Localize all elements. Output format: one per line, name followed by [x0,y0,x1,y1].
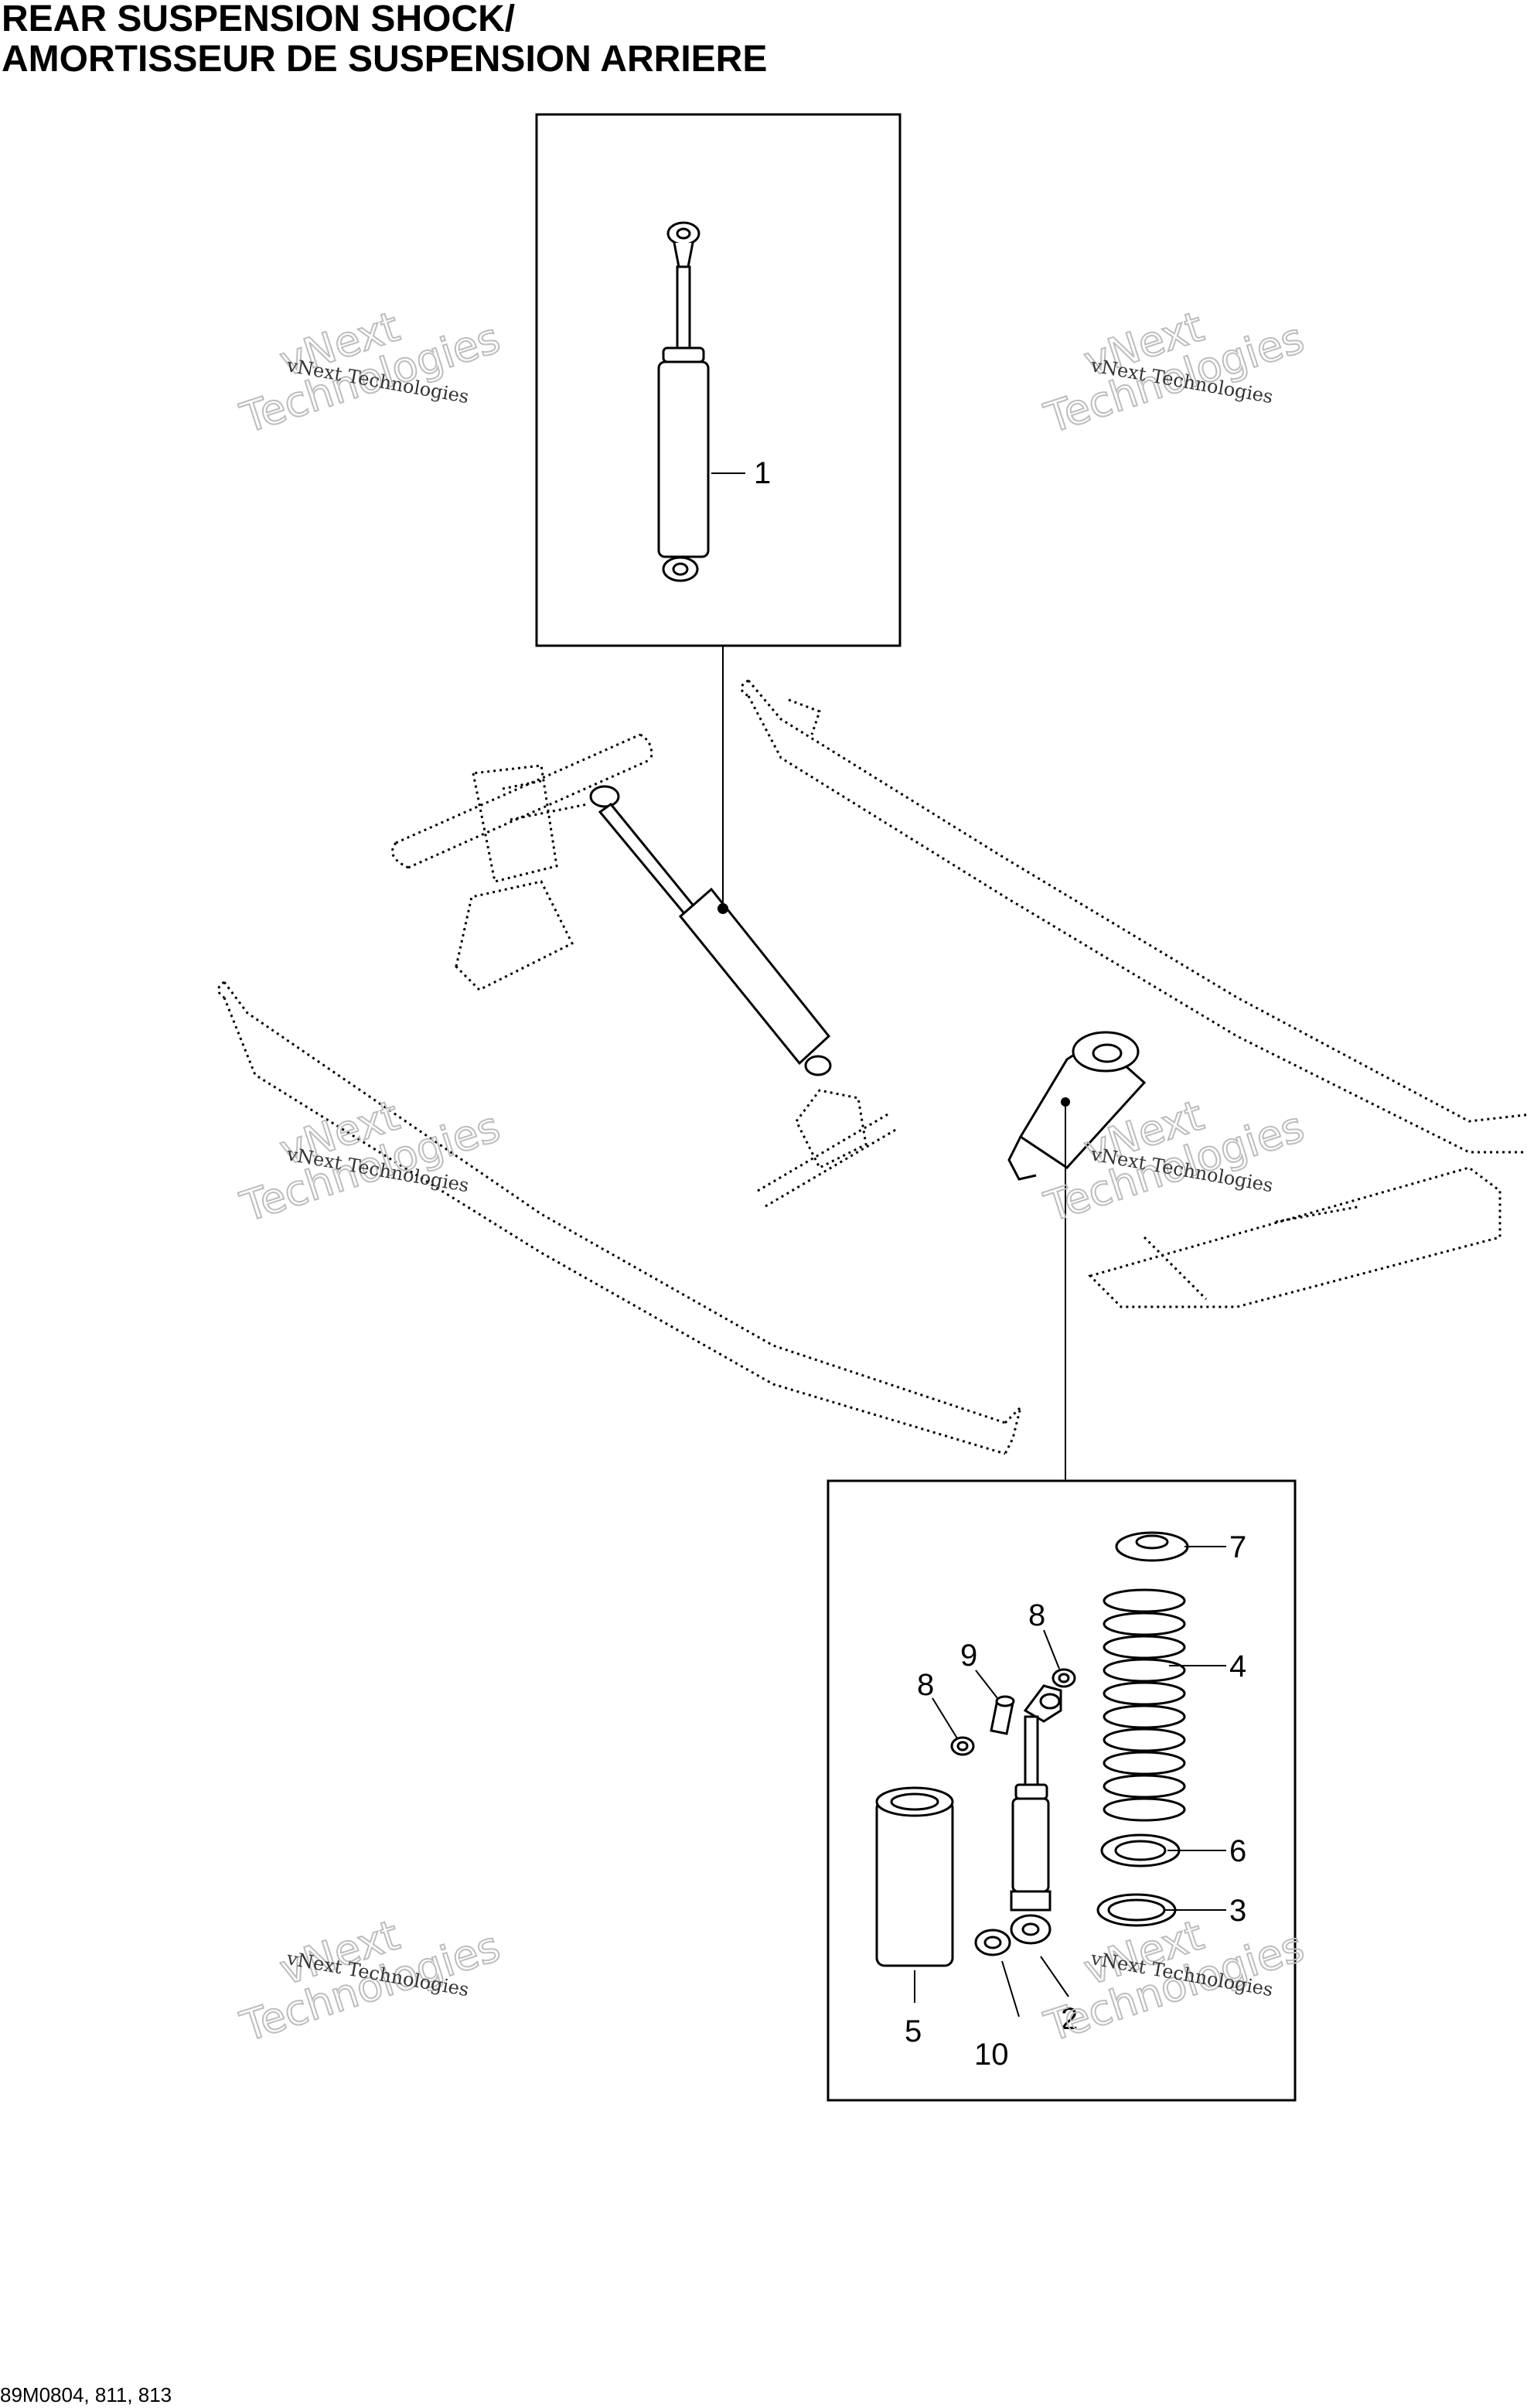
left-slide-rail [217,981,1023,1455]
callout-5: 5 [905,2014,922,2048]
title-line-2: AMORTISSEUR DE SUSPENSION ARRIERE [2,39,767,80]
coil-spring [1103,1588,1186,1822]
sleeve [990,1695,1015,1735]
callout-2: 2 [1061,2002,1078,2036]
callout-6: 6 [1229,1834,1246,1868]
watermark-top-right: Technologies vNext [1038,302,1311,444]
bushing-lower [974,1929,1011,1956]
callout-3: 3 [1229,1894,1246,1928]
rear-arm-assembly [1088,1166,1501,1308]
shock-protector-sleeve [875,1786,954,1967]
callout-10: 10 [974,2038,1009,2072]
spring-seat [1100,1833,1181,1867]
rear-shaft-bracket [757,1089,898,1208]
bushing-upper [1052,1668,1076,1688]
front-arm-assembly [391,733,653,991]
rear-shock-absorber [657,221,710,582]
shock-absorber [1010,1684,1062,1945]
washer [1096,1893,1177,1927]
installed-shock-absorber [589,785,832,1076]
watermark-top-left: Technologies vNext [234,302,506,444]
watermark-mid-left: Technologies vNext [234,1090,506,1233]
callout-8-left: 8 [917,1668,934,1702]
installed-coilover-shock [1007,1031,1147,1181]
detail-box-upper: 1 [535,113,902,647]
callout-1: 1 [754,456,771,490]
callout-8-upper: 8 [1028,1598,1045,1632]
spring-stopper [1115,1531,1189,1562]
detail-box-lower: 7 4 6 3 [827,1479,1297,2102]
callout-9: 9 [960,1639,977,1673]
right-slide-rail [740,679,1527,1154]
callout-7: 7 [1229,1530,1246,1564]
title-line-1: REAR SUSPENSION SHOCK/ [2,0,515,39]
callout-4: 4 [1229,1649,1246,1683]
bushing-left [950,1736,975,1756]
drawing-code: 89M0804, 811, 813 [0,2383,172,2406]
